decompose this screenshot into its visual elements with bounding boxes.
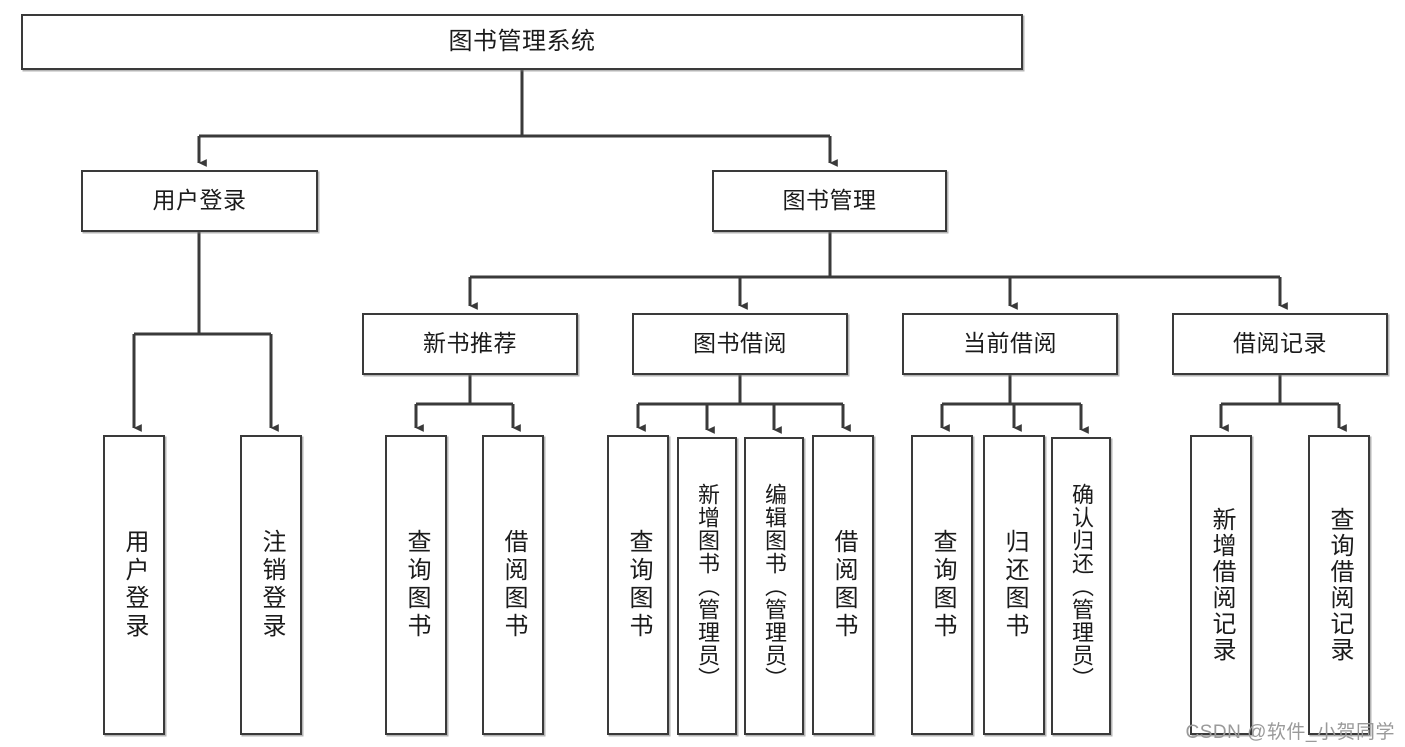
node-label: 查询图书 xyxy=(403,529,430,641)
node-book-management[interactable]: 图书管理 xyxy=(712,170,947,232)
node-leaf-borrow-book[interactable]: 借阅图书 xyxy=(812,435,874,735)
node-label: 新增借阅记录 xyxy=(1208,507,1235,663)
node-leaf-query-book-current[interactable]: 查询图书 xyxy=(911,435,973,735)
node-label: 借阅图书 xyxy=(830,529,857,641)
node-label: 图书管理系统 xyxy=(448,27,596,55)
node-label: 新增图书（管理员） xyxy=(695,482,720,690)
node-leaf-user-login[interactable]: 用户登录 xyxy=(103,435,165,735)
node-user-login[interactable]: 用户登录 xyxy=(81,170,318,232)
node-label: 图书借阅 xyxy=(693,330,787,357)
node-leaf-borrow-book-recommend[interactable]: 借阅图书 xyxy=(482,435,544,735)
node-root-book-management-system[interactable]: 图书管理系统 xyxy=(21,14,1023,70)
node-label: 图书管理 xyxy=(782,187,877,214)
node-label: 当前借阅 xyxy=(963,330,1057,357)
node-label: 注销登录 xyxy=(258,529,285,641)
node-label: 查询图书 xyxy=(929,529,956,641)
node-book-borrow[interactable]: 图书借阅 xyxy=(632,313,848,375)
node-leaf-user-logout[interactable]: 注销登录 xyxy=(240,435,302,735)
node-leaf-add-borrow-record[interactable]: 新增借阅记录 xyxy=(1190,435,1252,735)
node-leaf-add-book-admin[interactable]: 新增图书（管理员） xyxy=(677,437,737,735)
node-label: 用户登录 xyxy=(152,187,247,214)
node-label: 归还图书 xyxy=(1001,529,1028,641)
node-label: 确认归还（管理员） xyxy=(1069,482,1094,690)
node-label: 查询图书 xyxy=(625,529,652,641)
node-leaf-query-borrow-record[interactable]: 查询借阅记录 xyxy=(1308,435,1370,735)
node-leaf-return-book[interactable]: 归还图书 xyxy=(983,435,1045,735)
node-current-borrow[interactable]: 当前借阅 xyxy=(902,313,1118,375)
node-label: 借阅记录 xyxy=(1233,330,1327,357)
node-borrow-record[interactable]: 借阅记录 xyxy=(1172,313,1388,375)
node-leaf-query-book-recommend[interactable]: 查询图书 xyxy=(385,435,447,735)
node-label: 借阅图书 xyxy=(500,529,527,641)
node-new-book-recommendation[interactable]: 新书推荐 xyxy=(362,313,578,375)
node-label: 查询借阅记录 xyxy=(1326,507,1353,663)
node-label: 用户登录 xyxy=(121,529,148,641)
node-label: 新书推荐 xyxy=(423,330,517,357)
node-leaf-confirm-return-admin[interactable]: 确认归还（管理员） xyxy=(1051,437,1111,735)
node-label: 编辑图书（管理员） xyxy=(762,482,787,690)
node-leaf-query-book-borrow[interactable]: 查询图书 xyxy=(607,435,669,735)
node-leaf-edit-book-admin[interactable]: 编辑图书（管理员） xyxy=(744,437,804,735)
